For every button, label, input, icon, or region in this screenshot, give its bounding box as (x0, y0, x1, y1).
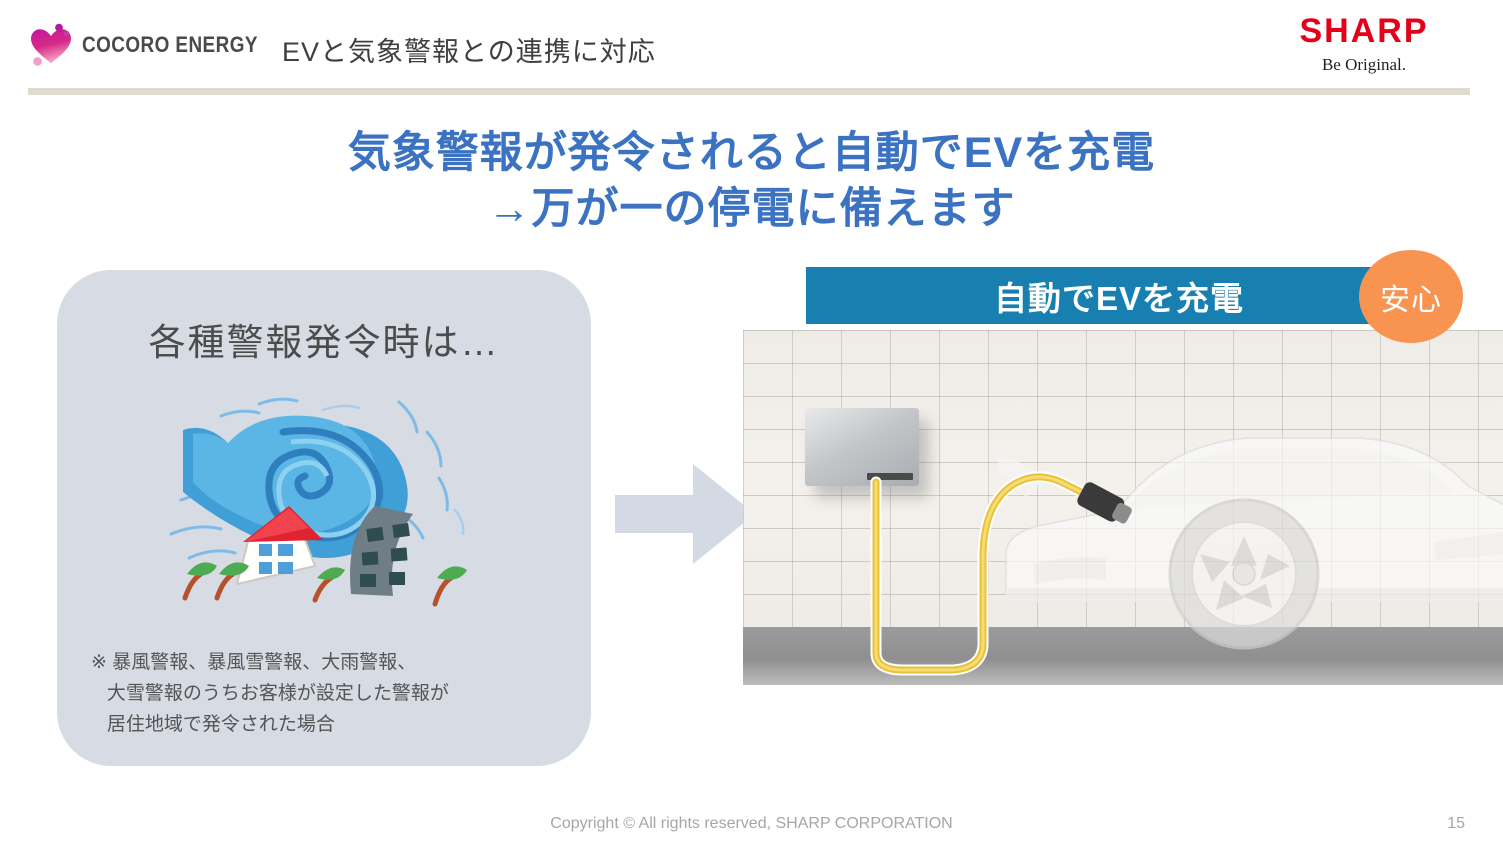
electric-car (992, 358, 1503, 658)
headline-line-1: 気象警報が発令されると自動でEVを充電 (347, 129, 1156, 177)
sharp-wordmark: SHARP (1299, 12, 1429, 50)
status-badge: 安心 (1359, 250, 1463, 343)
sharp-logo: SHARP Be Original. (1258, 14, 1470, 75)
page-title: EVと気象警報との連携に対応 (282, 37, 656, 67)
page-number: 15 (1447, 815, 1465, 832)
header-divider (28, 88, 1470, 95)
heart-icon (28, 22, 74, 68)
charger-indicator (867, 473, 913, 480)
ev-charging-photo (743, 330, 1503, 685)
sharp-tagline: Be Original. (1321, 55, 1407, 74)
footer-copyright: Copyright © All rights reserved, SHARP C… (550, 815, 953, 832)
charging-cable (743, 330, 1503, 685)
warning-panel-note: ※ 暴風警報、暴風雪警報、大雨警報、 大雪警報のうちお客様が設定した警報が 居住… (91, 652, 449, 735)
warning-panel-title: 各種警報発令時は… (148, 322, 500, 363)
headline-line-2: →万が一の停電に備えます (487, 184, 1016, 233)
cocoro-energy-logo-text: COCORO ENERGY (82, 32, 258, 57)
wall-charger-unit (805, 408, 919, 486)
ground-strip (743, 627, 1503, 685)
warning-panel: 各種警報発令時は… (57, 270, 591, 766)
cocoro-energy-logo: COCORO ENERGY (28, 22, 287, 68)
right-arrow-icon (615, 462, 755, 566)
headline: 気象警報が発令されると自動でEVを充電 →万が一の停電に備えます (0, 126, 1503, 238)
auto-charge-banner: 自動でEVを充電 (806, 267, 1432, 324)
typhoon-illustration (163, 392, 483, 622)
